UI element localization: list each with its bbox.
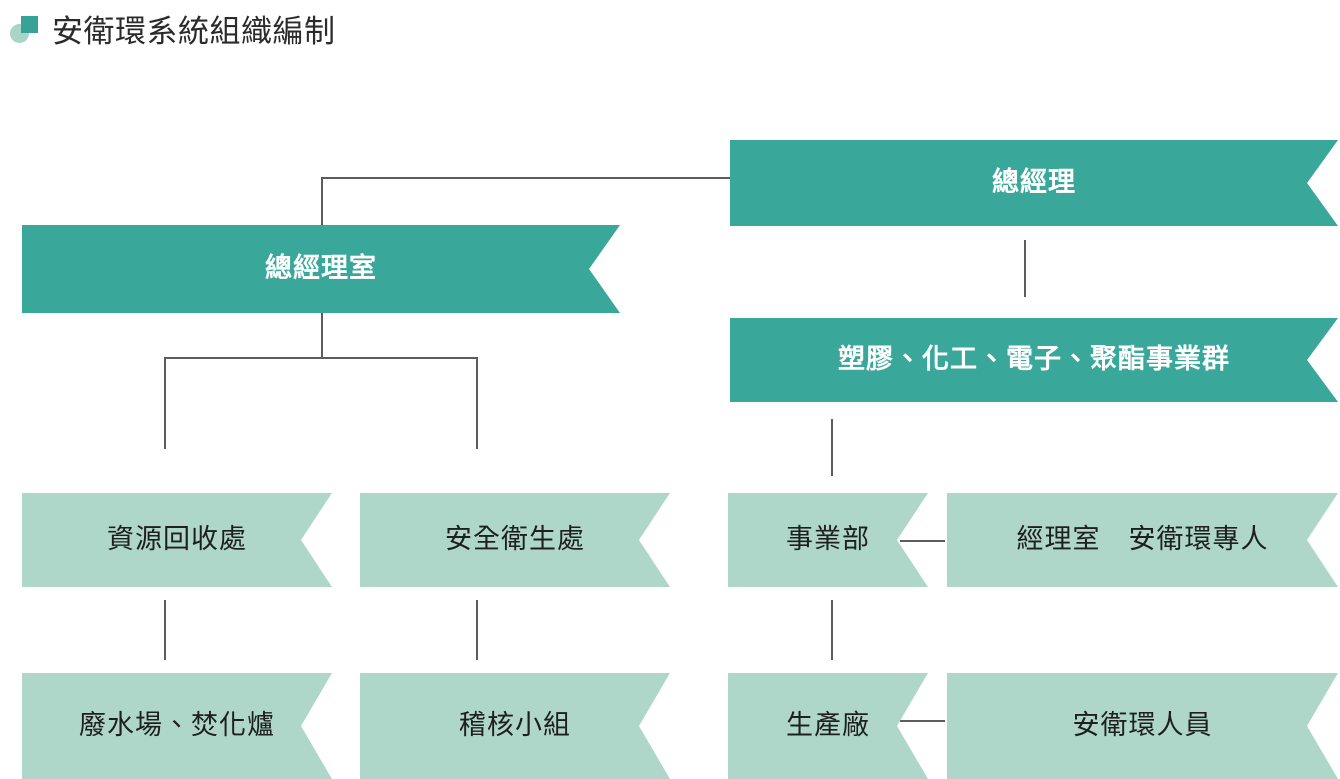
node-division[interactable]: 事業部 xyxy=(728,493,928,587)
connector-gm-office-crossbar xyxy=(164,357,478,359)
node-production-plant[interactable]: 生產廠 xyxy=(728,673,928,779)
node-general-manager-office[interactable]: 總經理室 xyxy=(22,225,620,313)
node-safety-health-label: 安全衛生處 xyxy=(445,524,585,555)
connector-gm-office-stem xyxy=(321,313,323,358)
connector-recycling-to-wastewater xyxy=(164,600,166,660)
node-ehs-personnel-label: 安衛環人員 xyxy=(1072,710,1213,741)
connector-gm-office-to-recycling xyxy=(164,357,166,449)
node-manager-office-ehs-specialist-label: 經理室 安衛環專人 xyxy=(1016,524,1269,555)
node-business-group[interactable]: 塑膠、化工、電子、聚酯事業群 xyxy=(730,318,1338,402)
node-wastewater-incinerator[interactable]: 廢水場、焚化爐 xyxy=(22,673,332,779)
connector-safety-health-to-audit-team xyxy=(476,600,478,660)
node-audit-team-label: 稽核小組 xyxy=(459,710,571,741)
node-business-group-label: 塑膠、化工、電子、聚酯事業群 xyxy=(838,344,1230,375)
node-division-label: 事業部 xyxy=(786,524,870,555)
node-production-plant-label: 生產廠 xyxy=(786,710,870,741)
node-general-manager[interactable]: 總經理 xyxy=(730,140,1338,226)
node-resource-recycling[interactable]: 資源回收處 xyxy=(22,493,332,587)
decorative-bullet-icon xyxy=(8,11,48,51)
connector-plant-to-ehs-staff xyxy=(900,720,945,722)
node-manager-office-ehs-specialist[interactable]: 經理室 安衛環專人 xyxy=(947,493,1338,587)
node-general-manager-office-label: 總經理室 xyxy=(265,253,377,284)
node-wastewater-incinerator-label: 廢水場、焚化爐 xyxy=(79,710,275,741)
connector-business-group-to-division xyxy=(831,419,833,476)
connector-division-to-manager-office xyxy=(900,540,945,542)
node-safety-health[interactable]: 安全衛生處 xyxy=(360,493,670,587)
slide-title-row: 安衛環系統組織編制 xyxy=(0,8,336,54)
connector-gm-to-business-group xyxy=(1024,240,1026,297)
page-title: 安衛環系統組織編制 xyxy=(52,13,336,49)
node-general-manager-label: 總經理 xyxy=(992,167,1076,198)
node-resource-recycling-label: 資源回收處 xyxy=(107,524,247,555)
node-ehs-personnel[interactable]: 安衛環人員 xyxy=(947,673,1338,779)
connector-gm-to-gm-office-horizontal xyxy=(321,177,731,179)
node-audit-team[interactable]: 稽核小組 xyxy=(360,673,670,779)
connector-gm-office-to-safety-health xyxy=(476,357,478,449)
connector-gm-to-gm-office-vertical xyxy=(321,177,323,225)
bullet-square-shape xyxy=(21,16,38,33)
connector-division-to-plant xyxy=(831,600,833,660)
